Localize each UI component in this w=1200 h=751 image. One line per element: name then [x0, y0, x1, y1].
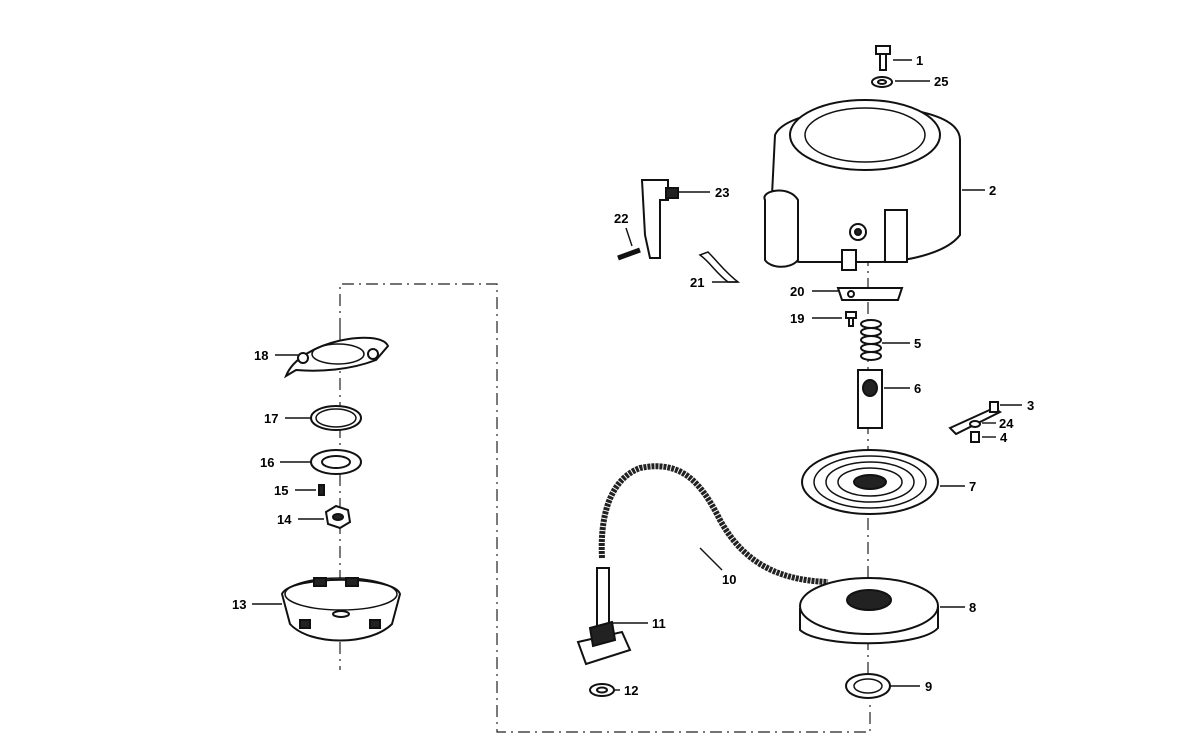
- callout-21: 21: [690, 275, 704, 290]
- callout-4: 4: [1000, 430, 1008, 445]
- part-handle: [576, 567, 632, 666]
- part-pin-screw: [318, 484, 325, 496]
- callout-19: 19: [790, 311, 804, 326]
- callout-22: 22: [614, 211, 628, 226]
- callout-11: 11: [652, 616, 666, 631]
- callout-23: 23: [715, 185, 729, 200]
- part-handle-washer: [589, 683, 615, 697]
- part-pawl-plate: [284, 336, 390, 379]
- part-plate-20: [836, 249, 904, 301]
- callout-16: 16: [260, 455, 274, 470]
- part-washer-24: [969, 420, 981, 428]
- part-cup: [280, 577, 402, 642]
- callout-17: 17: [264, 411, 278, 426]
- callout-labels: 1 2 3 4 5 6 7 8 9 10 11 12 13 14 15 16 1…: [232, 53, 1034, 698]
- callout-5: 5: [914, 336, 921, 351]
- callout-9: 9: [925, 679, 932, 694]
- part-screw-small: [970, 431, 980, 443]
- callout-6: 6: [914, 381, 921, 396]
- part-rewind-spring: [801, 449, 939, 515]
- part-rope: [598, 463, 829, 585]
- part-clip: [845, 673, 891, 699]
- callout-14: 14: [277, 512, 292, 527]
- part-spring: [860, 319, 882, 361]
- part-sleeve: [857, 369, 883, 429]
- callout-3: 3: [1027, 398, 1034, 413]
- part-ring-17: [310, 405, 362, 431]
- callout-24: 24: [999, 416, 1014, 431]
- part-lockout-lever: [640, 179, 679, 259]
- part-bracket: [948, 401, 1002, 436]
- part-housing: [763, 99, 961, 268]
- callout-8: 8: [969, 600, 976, 615]
- part-pulley: [799, 577, 939, 645]
- part-pin-22: [617, 247, 641, 261]
- part-lever-spring: [698, 251, 741, 283]
- leader-lines: [252, 59, 1022, 691]
- callout-7: 7: [969, 479, 976, 494]
- callout-10: 10: [722, 572, 736, 587]
- callout-15: 15: [274, 483, 288, 498]
- callout-2: 2: [989, 183, 996, 198]
- callout-1: 1: [916, 53, 923, 68]
- part-screw-19: [845, 311, 857, 327]
- callout-25: 25: [934, 74, 948, 89]
- callout-20: 20: [790, 284, 804, 299]
- callout-12: 12: [624, 683, 638, 698]
- part-washer-16: [310, 449, 362, 475]
- part-washer-25: [871, 76, 893, 88]
- callout-18: 18: [254, 348, 268, 363]
- part-nut: [324, 504, 352, 530]
- part-bolt: [875, 45, 891, 71]
- callout-13: 13: [232, 597, 246, 612]
